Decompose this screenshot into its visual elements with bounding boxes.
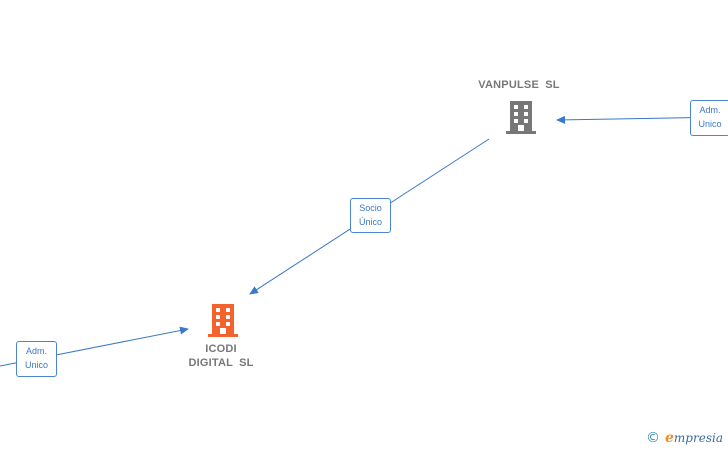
node-label-icodi-line2: DIGITAL SL	[188, 357, 254, 369]
brand-name: empresia	[665, 430, 723, 446]
building-icon[interactable]	[206, 302, 240, 338]
brand-rest: mpresia	[673, 431, 723, 445]
relation-badge-adm-unico-left[interactable]: Adm. Unico	[16, 341, 57, 377]
relation-badge-line: Unico	[24, 360, 48, 370]
relation-badge-adm-unico-right[interactable]: Adm. Unico	[690, 100, 728, 136]
building-icon[interactable]	[504, 99, 538, 135]
relation-badge-line: Adm.	[699, 105, 721, 115]
copyright-icon: ©	[646, 430, 660, 446]
relation-badge-line: Único	[358, 217, 382, 227]
relation-badge-socio-unico[interactable]: Socio Único	[350, 198, 391, 233]
brand-logo: © empresia	[646, 428, 728, 448]
node-label-icodi-line1: ICODI	[205, 343, 237, 355]
node-label-icodi[interactable]: ICODI DIGITAL SL	[171, 342, 271, 370]
relation-badge-line: Socio	[359, 203, 382, 213]
node-label-vanpulse[interactable]: VANPULSE SL	[478, 79, 560, 91]
brand-initial: e	[665, 430, 674, 446]
relation-badge-line: Adm.	[25, 346, 47, 356]
relation-badge-line: Unico	[698, 119, 722, 129]
